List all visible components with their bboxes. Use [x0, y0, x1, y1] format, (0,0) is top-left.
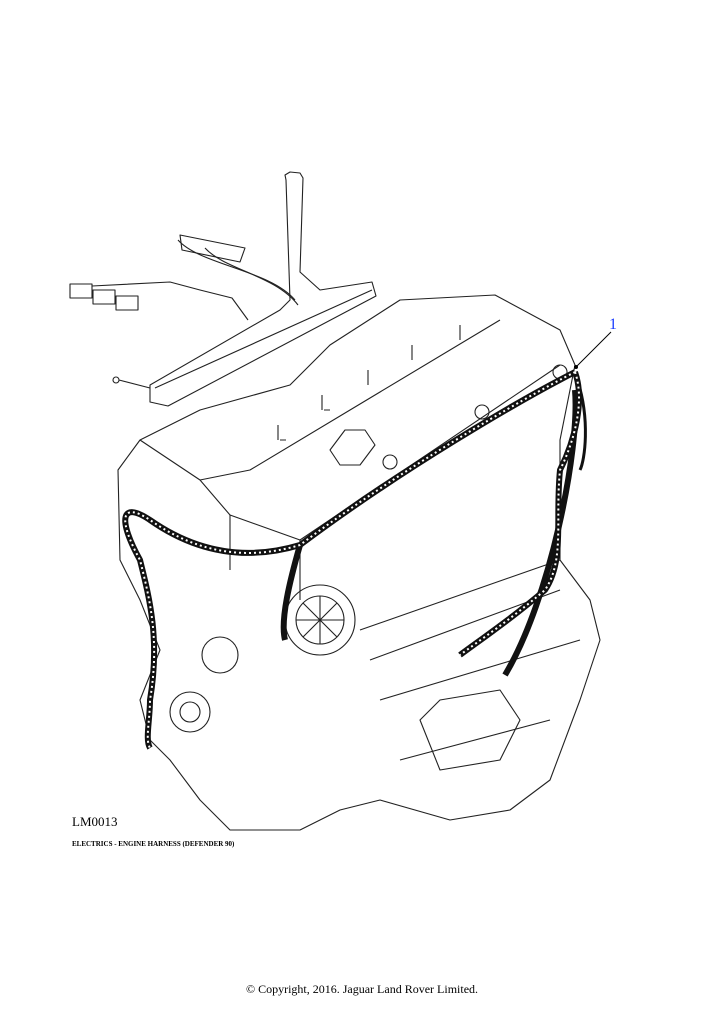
callout-leader-1	[574, 331, 612, 369]
engine-block	[117, 294, 601, 831]
engine-harness	[122, 369, 587, 750]
callout-1[interactable]: 1	[609, 316, 617, 333]
copyright-notice: © Copyright, 2016. Jaguar Land Rover Lim…	[245, 982, 479, 996]
diagram-caption: ELECTRICS - ENGINE HARNESS (DEFENDER 90)	[72, 840, 235, 848]
illustration-code: LM0013	[72, 814, 118, 829]
injector-harness-rail	[69, 171, 377, 407]
engine-harness-sleeve	[124, 371, 581, 749]
